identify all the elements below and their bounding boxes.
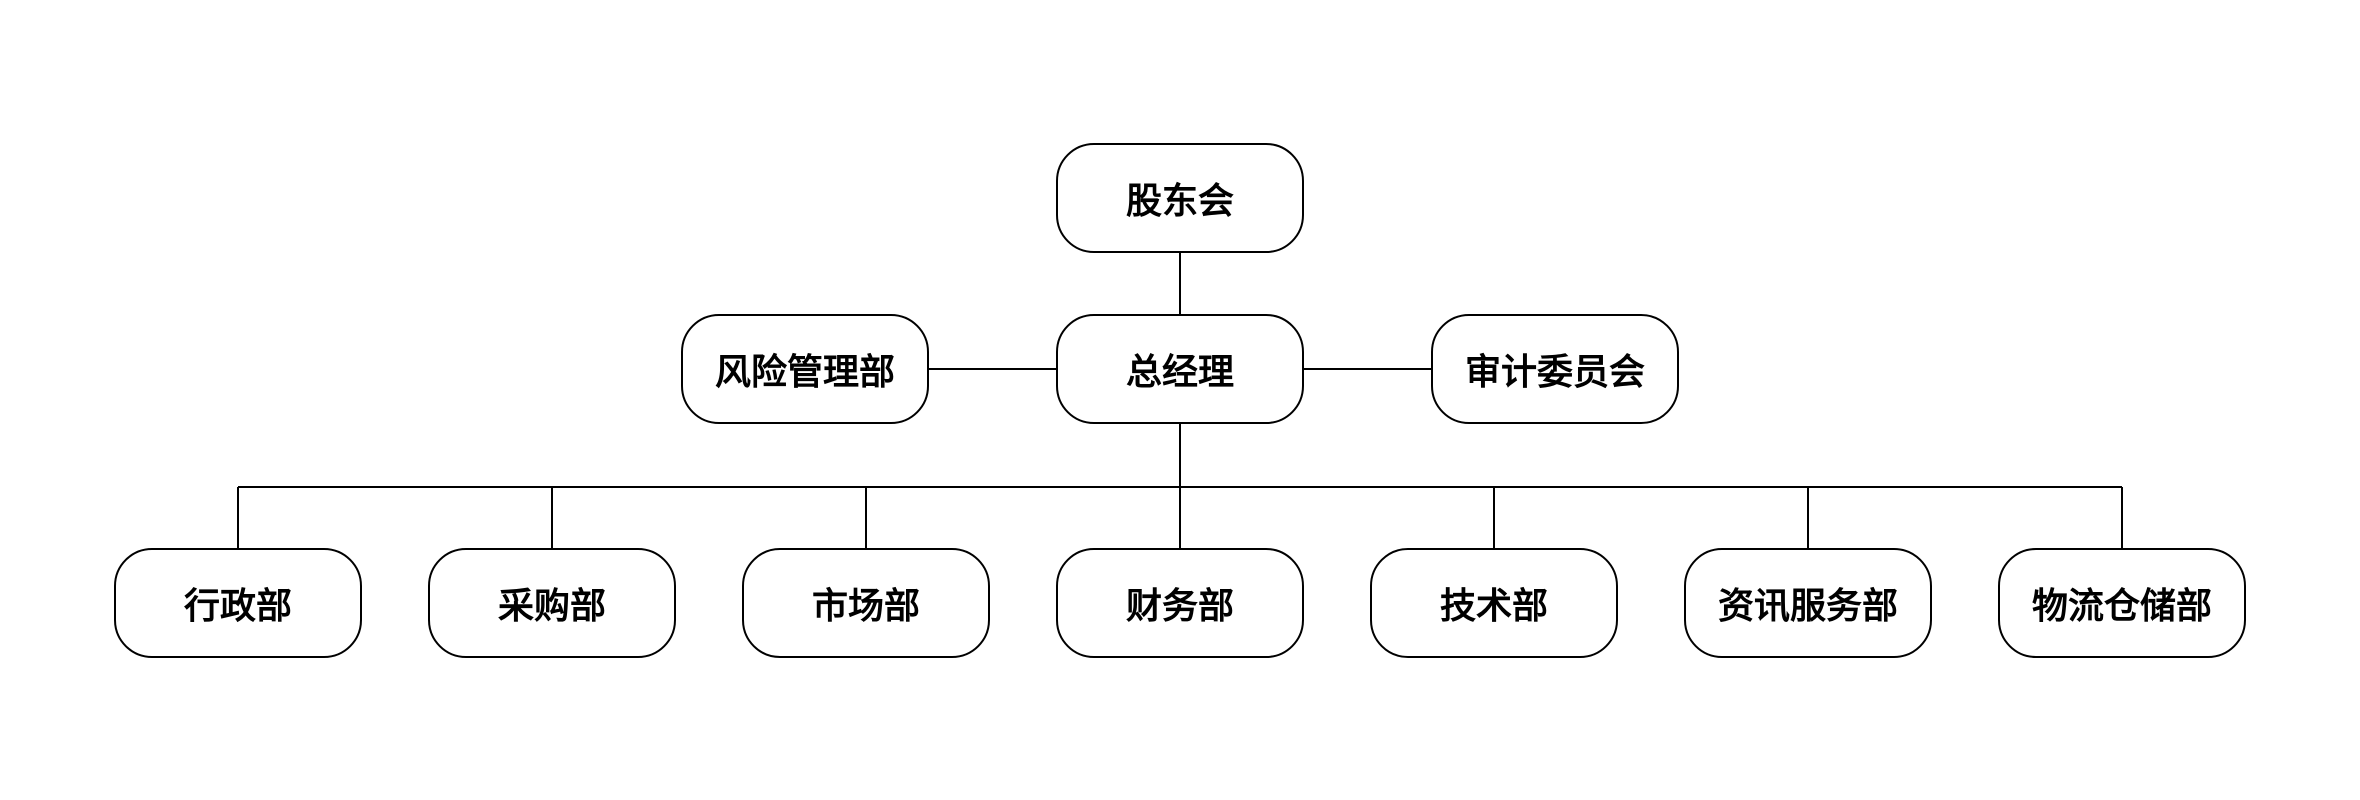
node-label: 资讯服务部 bbox=[1717, 586, 1898, 627]
node-risk-management: 风险管理部 bbox=[681, 314, 929, 424]
node-label: 物流仓储部 bbox=[2031, 586, 2212, 627]
node-label: 行政部 bbox=[183, 586, 292, 627]
node-shareholders: 股东会 bbox=[1056, 143, 1304, 253]
node-label: 采购部 bbox=[497, 586, 606, 627]
node-department-technology: 技术部 bbox=[1370, 548, 1618, 658]
node-department-logistics: 物流仓储部 bbox=[1998, 548, 2246, 658]
node-label: 审计委员会 bbox=[1464, 352, 1645, 393]
node-general-manager: 总经理 bbox=[1056, 314, 1304, 424]
node-department-admin: 行政部 bbox=[114, 548, 362, 658]
node-department-finance: 财务部 bbox=[1056, 548, 1304, 658]
node-label: 财务部 bbox=[1125, 586, 1234, 627]
node-department-info-services: 资讯服务部 bbox=[1684, 548, 1932, 658]
node-label: 技术部 bbox=[1439, 586, 1548, 627]
node-label: 风险管理部 bbox=[714, 352, 895, 393]
node-department-marketing: 市场部 bbox=[742, 548, 990, 658]
node-label: 股东会 bbox=[1125, 181, 1234, 222]
node-department-purchasing: 采购部 bbox=[428, 548, 676, 658]
node-label: 市场部 bbox=[811, 586, 920, 627]
node-label: 总经理 bbox=[1125, 352, 1234, 393]
node-audit-committee: 审计委员会 bbox=[1431, 314, 1679, 424]
